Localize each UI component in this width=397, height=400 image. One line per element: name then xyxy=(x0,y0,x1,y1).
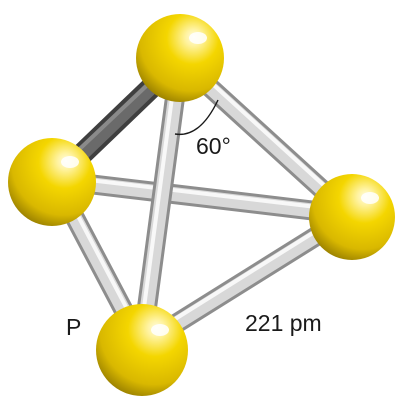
bond-length-label: 221 pm xyxy=(245,310,322,336)
bond-left-right xyxy=(45,170,360,225)
angle-label: 60° xyxy=(196,133,231,159)
angle-arc xyxy=(174,99,219,136)
atom-top xyxy=(136,14,224,102)
atom-bottom xyxy=(96,304,188,396)
atom-right xyxy=(309,174,395,260)
atom-left xyxy=(8,138,96,226)
bond-top-bottom xyxy=(132,50,190,355)
atom-label: P xyxy=(66,314,82,340)
